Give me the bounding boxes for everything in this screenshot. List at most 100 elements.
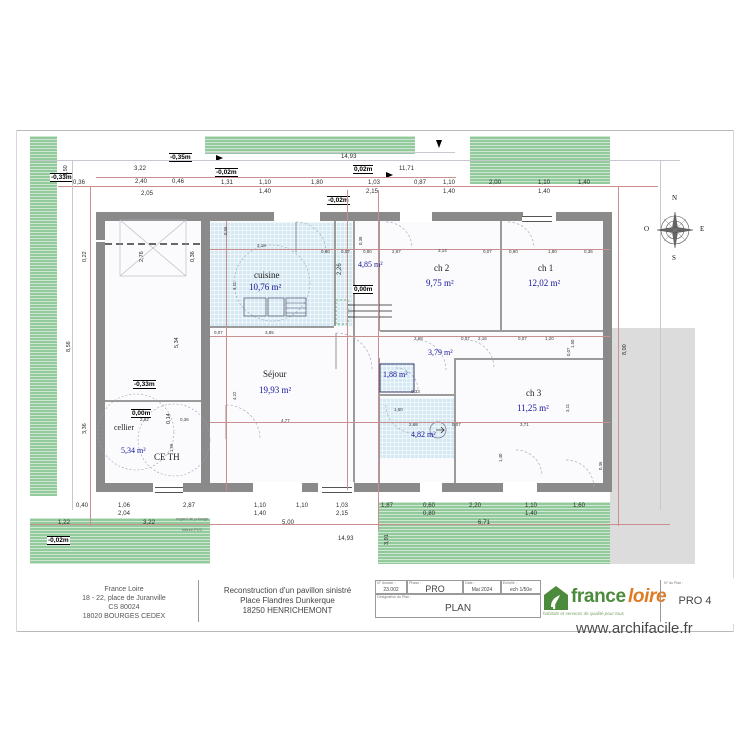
room-label-ch1: ch 1 xyxy=(538,263,554,273)
dim-left-1_50: 1,50 xyxy=(63,165,69,176)
room-label-ch3: ch 3 xyxy=(526,388,542,398)
room-area-sejour: 19,93 m² xyxy=(259,385,292,395)
dimline-bottom-main xyxy=(30,524,670,525)
dim-int-2_26: 2,26 xyxy=(337,263,343,275)
dim-int-0_07f: 0,07 xyxy=(452,422,461,427)
partition-hall-vertical xyxy=(353,221,355,483)
sheet-top-border xyxy=(16,130,734,131)
room-area-cuisine: 10,76 m² xyxy=(249,282,282,292)
ext-proj-line-right xyxy=(660,160,661,510)
garage-door-diagram xyxy=(105,219,201,277)
project-line2: Place Flandres Dunkerque xyxy=(240,596,335,605)
field-value-date: Mai 2024 xyxy=(471,587,493,593)
partition-ch2-top xyxy=(378,221,380,331)
dim-right-1_40: 1,40 xyxy=(498,453,503,462)
dim-left-2_76: 2,76 xyxy=(139,251,145,262)
note-toiture-pvc: toiture PVC xyxy=(182,527,203,532)
dim-int-0_07d: 0,07 xyxy=(461,336,470,341)
area-wc: 1,88 m² xyxy=(383,370,408,379)
dim-right-0_36: 0,36 xyxy=(598,461,603,470)
dim-top-a-3_22: 3,22 xyxy=(134,166,147,172)
compass-south-label: S xyxy=(672,254,676,262)
dim-int-1_50: 1,50 xyxy=(394,407,403,412)
slope-arrow-2 xyxy=(386,172,393,178)
dim-bot-a-1_87: 1,87 xyxy=(381,503,394,509)
title-block-divider-2 xyxy=(660,580,661,622)
project-line3: 18250 HENRICHEMONT xyxy=(242,606,333,615)
dim-int-0_07: 0,07 xyxy=(214,330,223,335)
dim-bot-b-1_40b: 1,40 xyxy=(525,511,538,517)
client-address2: CS 80024 xyxy=(108,604,140,611)
compass-rose: N E S O xyxy=(640,190,710,268)
area-bathroom: 4,82 m² xyxy=(411,430,436,439)
field-label-designation: Désignation du Plan : xyxy=(377,595,412,599)
field-box-date xyxy=(463,580,501,594)
dim-int-3_18: 3,18 xyxy=(257,243,266,248)
field-value-echelle: ech 1/50e xyxy=(510,587,532,593)
field-box-phase xyxy=(407,580,463,594)
sheet-right-border xyxy=(733,130,734,632)
dimline-right-main xyxy=(618,186,619,526)
field-label-dossier: N° dossier : xyxy=(377,581,396,585)
dim-left-0_14: 0,14 xyxy=(166,413,172,424)
exterior-wall-right xyxy=(603,212,612,492)
dim-left-8_56: 8,56 xyxy=(66,341,72,352)
neighbouring-slab xyxy=(610,328,695,564)
dim-top-b-1_10: 1,10 xyxy=(259,180,272,186)
dim-top-b-2_40: 2,40 xyxy=(135,179,148,185)
dim-top-c-1_40c: 1,40 xyxy=(538,189,551,195)
cellier-floor xyxy=(105,402,201,483)
exterior-wall-top xyxy=(96,212,612,221)
dim-bot-a-2_20: 2,20 xyxy=(469,503,482,509)
dim-top-a-11_71: 11,71 xyxy=(399,166,415,172)
bathroom-fixtures xyxy=(379,363,447,439)
dim-bot-c-6_71: 6,71 xyxy=(478,520,491,526)
level-marker-4: -0,02m xyxy=(215,168,238,177)
dim-bot-b-2_15: 2,15 xyxy=(336,511,349,517)
note-regard-puisage: regard de puisage xyxy=(176,516,209,521)
dim-bot-a-0_40: 0,40 xyxy=(76,503,89,509)
dim-bot-c-14_93: 14,93 xyxy=(338,536,354,542)
level-marker-3: -0,33m xyxy=(133,380,156,389)
vegetation-strip-top-mid xyxy=(205,136,415,154)
logo-text-loire: loire xyxy=(628,586,667,607)
field-label-phase: Phase : xyxy=(409,581,422,585)
equipment-label-ce-th: CE TH xyxy=(154,452,180,462)
level-marker-7: 0,02m xyxy=(353,165,374,174)
room-area-ch3: 11,25 m² xyxy=(517,403,549,413)
dim-int-0_38: 0,38 xyxy=(358,236,363,245)
room-area-ch2: 9,75 m² xyxy=(426,278,454,288)
slope-arrow-1 xyxy=(216,155,223,161)
dim-int-0_36c: 0,36 xyxy=(584,249,593,254)
level-marker-8: 0,00m xyxy=(131,409,152,418)
dimline-interior-v3 xyxy=(378,190,379,530)
dim-top-b-0_87: 0,87 xyxy=(414,180,427,186)
field-value-plan-number: PRO 4 xyxy=(678,595,712,607)
dim-bot-a-1_03: 1,03 xyxy=(336,503,349,509)
kitchen-furniture xyxy=(243,297,307,317)
slope-arrow-3 xyxy=(436,140,442,148)
level-marker-9: 0,00m xyxy=(353,285,374,294)
dim-left-0_36: 0,36 xyxy=(190,251,196,262)
level-marker-1: -0,35m xyxy=(169,153,192,162)
dimline-interior-v1 xyxy=(226,221,227,491)
area-entry: 4,85 m² xyxy=(358,260,383,269)
dim-bot-a-1_60: 1,60 xyxy=(573,503,586,509)
party-wall-garage xyxy=(201,212,210,492)
wc-floor-hatch xyxy=(378,362,414,392)
ext-proj-line-left xyxy=(72,160,73,510)
window-bottom-4 xyxy=(420,482,442,493)
dim-bot-a-1_10: 1,10 xyxy=(254,503,267,509)
bathroom-floor-hatch xyxy=(378,398,454,458)
level-marker-6: -0,02m xyxy=(47,536,70,545)
level-marker-2: -0,33m xyxy=(50,173,73,182)
client-address3: 18020 BOURGES CEDEX xyxy=(82,613,166,620)
ext-proj-line-top xyxy=(30,160,680,161)
logo-tagline: habitats et services de qualité pour tou… xyxy=(543,611,624,616)
dim-int-4_77: 4,77 xyxy=(281,418,290,423)
window-bottom-2 xyxy=(253,482,302,493)
field-label-echelle: Echelle : xyxy=(503,581,517,585)
dim-bot-a-2_87: 2,87 xyxy=(183,503,196,509)
dim-bot-b-2_04: 2,04 xyxy=(118,511,131,517)
dim-int-0_07b: 0,07 xyxy=(341,249,350,254)
